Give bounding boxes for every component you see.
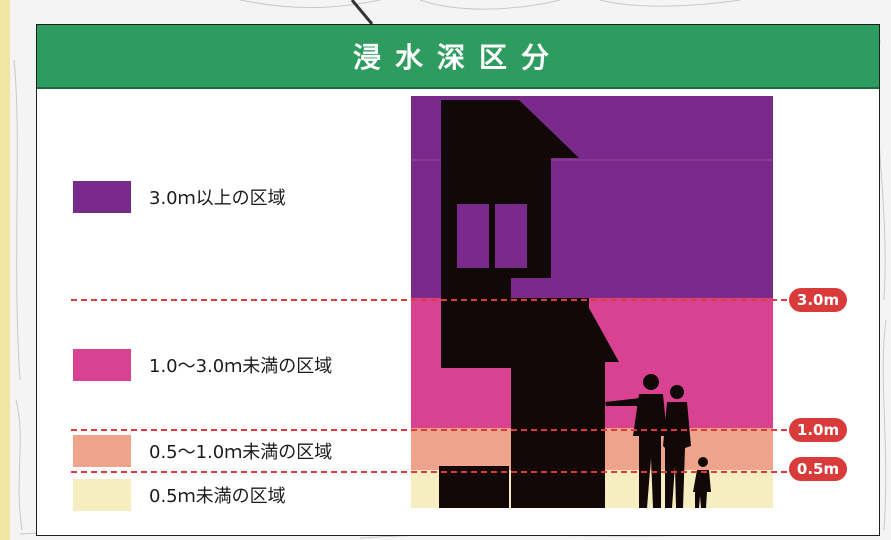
depth-marker-3m [71, 299, 787, 301]
depth-marker-05m [71, 471, 787, 473]
level-badge-3m: 3.0m [789, 288, 847, 312]
depth-marker-1m [71, 429, 787, 431]
panel-title: 浸水深区分 [352, 41, 563, 74]
map-edge-strip [0, 0, 10, 540]
house-window [457, 204, 527, 268]
legend-swatch [73, 435, 131, 467]
inundation-depth-panel: 浸水深区分 3.0ｍ以上の区域 1.0～3.0ｍ未満の区域 0.5～1.0ｍ未満… [36, 24, 880, 536]
family-silhouette-icon [605, 374, 711, 508]
legend-label: 3.0ｍ以上の区域 [149, 188, 286, 209]
level-badge-05m: 0.5m [789, 457, 847, 481]
legend-label: 0.5～1.0ｍ未満の区域 [149, 442, 333, 463]
title-bar: 浸水深区分 [37, 25, 879, 89]
legend-swatch [73, 479, 131, 511]
legend-swatch [73, 181, 131, 213]
level-badge-1m: 1.0m [789, 418, 847, 442]
legend-label: 0.5ｍ未満の区域 [149, 486, 286, 507]
legend-swatch [73, 349, 131, 381]
depth-scene-illustration [411, 96, 773, 508]
legend-label: 1.0～3.0ｍ未満の区域 [149, 356, 333, 377]
